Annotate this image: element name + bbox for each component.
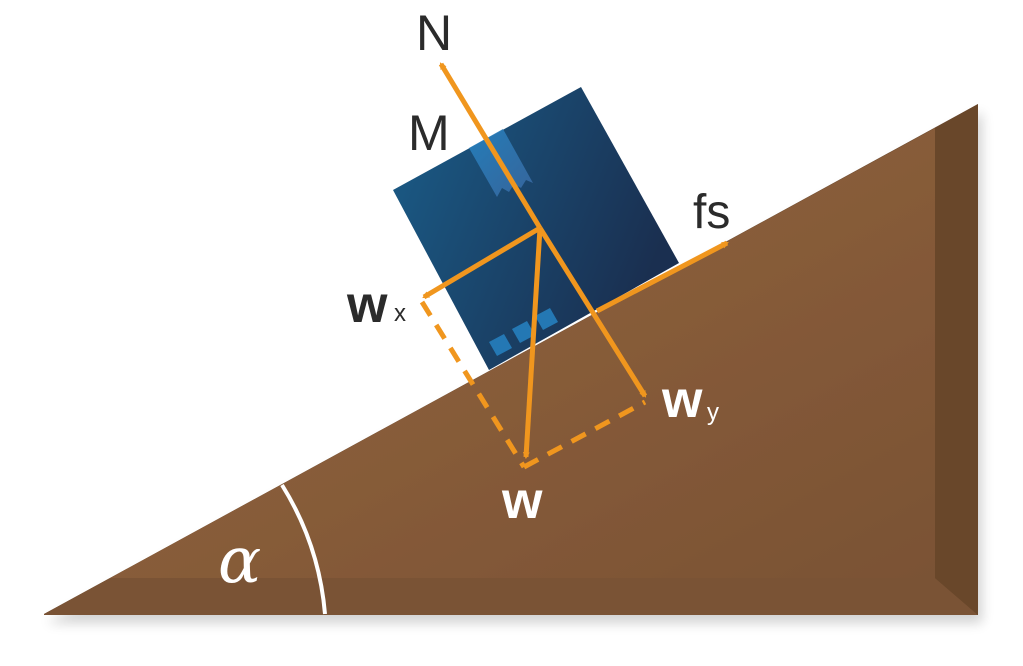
box-mark xyxy=(535,308,558,330)
mass-label: M xyxy=(408,105,450,161)
box-handle-marks xyxy=(489,308,558,356)
dashed-guide-wx xyxy=(419,300,527,469)
incline-right-bevel xyxy=(935,104,978,615)
weight-x-label-main: w xyxy=(346,276,388,334)
weight-x-label-sub: x xyxy=(394,300,406,327)
dashed-guide-wy xyxy=(522,399,647,470)
weight-y-arrow xyxy=(537,226,648,398)
angle-arc xyxy=(280,483,327,615)
incline-bottom-bevel xyxy=(44,578,978,615)
weight-arrow xyxy=(522,227,543,460)
weight-y-label-sub: y xyxy=(707,399,719,426)
weight-x-arrow xyxy=(422,225,542,300)
box-mark xyxy=(489,334,512,356)
component-guides xyxy=(419,300,647,470)
force-arrows xyxy=(422,62,729,460)
weight-x-label: w x xyxy=(346,276,406,334)
box-mark xyxy=(512,321,535,343)
weight-y-label-main: w xyxy=(661,371,703,429)
weight-y-label: w y xyxy=(661,371,719,429)
angle-label: α xyxy=(218,524,261,598)
friction-arrow xyxy=(595,240,729,314)
normal-force-arrow xyxy=(438,62,543,230)
weight-label: w xyxy=(501,472,543,530)
normal-force-label: N xyxy=(416,5,452,61)
incline-face xyxy=(110,128,935,578)
friction-label: fs xyxy=(693,186,730,239)
incline-wedge xyxy=(44,104,978,615)
